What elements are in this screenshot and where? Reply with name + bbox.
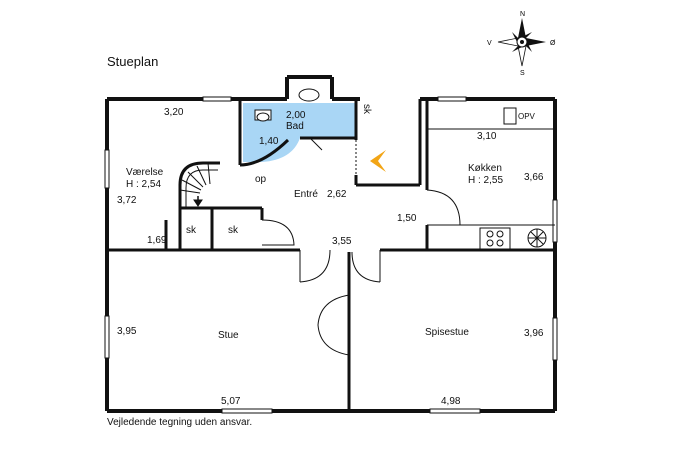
stue-name: Stue <box>218 330 239 341</box>
entre-name: Entré <box>294 189 318 200</box>
compass-s: S <box>520 70 525 77</box>
vaerelse-dim-side: 3,72 <box>117 195 137 206</box>
compass-v: V <box>487 40 492 47</box>
vaerelse-name: Værelse <box>126 167 164 178</box>
entre-dim-b: 1,50 <box>397 213 417 224</box>
bad-dim-b: 1,40 <box>259 136 279 147</box>
entrance-arrow-icon <box>370 150 386 172</box>
spisestue-name: Spisestue <box>425 327 469 338</box>
sk-label-3: sk <box>228 225 238 236</box>
kokken-dim-top: 3,10 <box>477 131 497 142</box>
compass-rose-icon: N S V Ø <box>487 11 556 77</box>
entre-dim-c: 3,55 <box>332 236 352 247</box>
stue-dim-side: 3,95 <box>117 326 137 337</box>
compass-o: Ø <box>550 40 556 47</box>
disclaimer: Vejledende tegning uden ansvar. <box>107 417 253 428</box>
compass-n: N <box>520 11 525 18</box>
vaerelse-dim-bottom: 1,69 <box>147 235 167 246</box>
plan-title: Stueplan <box>107 54 159 69</box>
kokken-name: Køkken <box>468 163 502 174</box>
kokken-opv: OPV <box>518 112 535 121</box>
kokken-height: H : 2,55 <box>468 175 504 186</box>
stue-dim-bottom: 5,07 <box>221 396 241 407</box>
windows <box>104 96 558 414</box>
doors <box>261 137 461 356</box>
staircase <box>178 161 220 208</box>
kitchen-counter <box>427 107 555 251</box>
entre-op: op <box>255 174 267 185</box>
spisestue-dim-bottom: 4,98 <box>441 396 461 407</box>
interior-walls <box>107 99 555 411</box>
sk-label-2: sk <box>186 225 196 236</box>
bad-name: Bad <box>286 121 304 132</box>
entre-dim: 2,62 <box>327 189 347 200</box>
vaerelse-height: H : 2,54 <box>126 179 162 190</box>
vaerelse-dim-top: 3,20 <box>164 107 184 118</box>
kokken-dim-side: 3,66 <box>524 172 544 183</box>
sk-label-1: sk <box>361 104 372 114</box>
bathroom-fixtures <box>239 88 355 167</box>
bad-dim-a: 2,00 <box>286 110 306 121</box>
spisestue-dim-side: 3,96 <box>524 328 544 339</box>
